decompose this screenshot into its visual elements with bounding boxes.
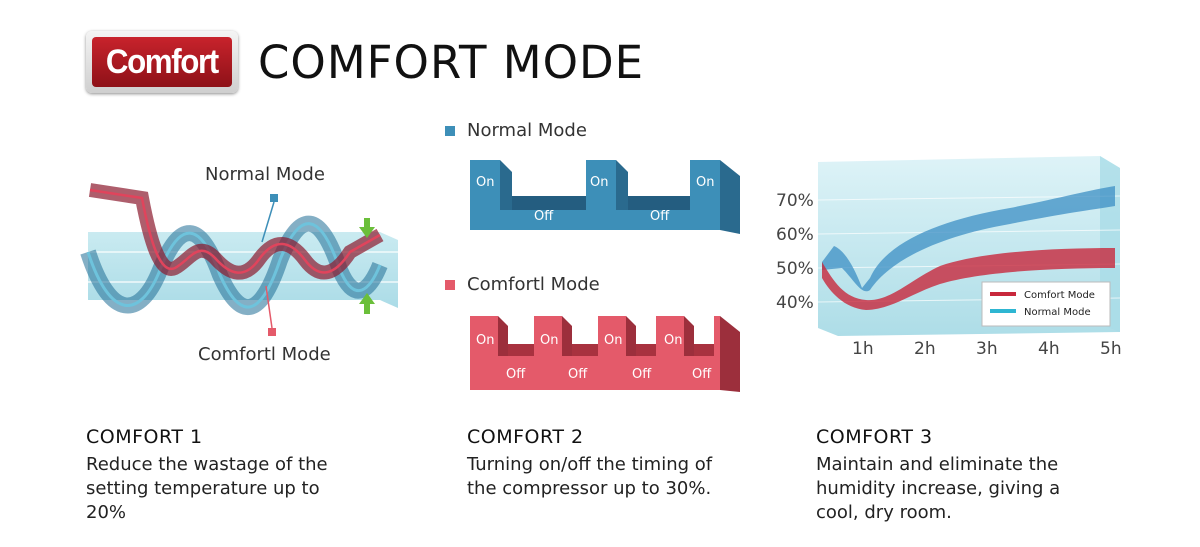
legend-line-comfort bbox=[990, 292, 1016, 296]
caption-3-title: COMFORT 3 bbox=[816, 426, 933, 448]
normal-seg-2: On bbox=[590, 175, 608, 190]
caption-1-title: COMFORT 1 bbox=[86, 426, 203, 448]
humidity-chart: 70% 60% 50% 40% 1h 2h 3h 4h 5h Comfort Mode Nor… bbox=[776, 156, 1122, 359]
legend-swatch-normal bbox=[445, 125, 455, 136]
y-tick-label: 70% bbox=[776, 191, 814, 211]
y-tick-label: 40% bbox=[776, 293, 814, 313]
comfort-on-1: On bbox=[540, 333, 558, 348]
comfort-on-0: On bbox=[476, 333, 494, 348]
comfort-logo-badge: Comfort bbox=[86, 31, 238, 93]
caption-2-title: COMFORT 2 bbox=[467, 426, 584, 448]
normal-mode-legend: Normal Mode bbox=[445, 120, 587, 141]
comfort-mode-series bbox=[822, 248, 1115, 310]
temperature-wave-illustration bbox=[80, 183, 398, 336]
comfort-mode-label: Comfortl Mode bbox=[198, 344, 331, 365]
comfort-on-2: On bbox=[604, 333, 622, 348]
caption-1-desc: Reduce the wastage of the setting temper… bbox=[86, 454, 328, 523]
page-title: COMFORT MODE bbox=[258, 36, 645, 89]
legend-comfort: Comfort Mode bbox=[1024, 290, 1095, 301]
x-tick-label: 3h bbox=[976, 339, 998, 359]
comfort-on-3: On bbox=[664, 333, 682, 348]
legend-line-normal bbox=[990, 309, 1016, 313]
y-tick-label: 60% bbox=[776, 225, 814, 245]
caption-2-desc: Turning on/off the timing of the compres… bbox=[467, 454, 713, 499]
normal-seg-4: On bbox=[696, 175, 714, 190]
normal-mode-timing-block: On Off On Off On bbox=[470, 160, 740, 234]
x-tick-label: 1h bbox=[852, 339, 874, 359]
legend-swatch-comfort bbox=[445, 279, 455, 290]
comfort-off-0: Off bbox=[506, 367, 526, 382]
normal-seg-1: Off bbox=[534, 209, 554, 224]
x-tick-label: 5h bbox=[1100, 339, 1122, 359]
normal-mode-label: Normal Mode bbox=[205, 164, 325, 185]
logo-text: Comfort bbox=[106, 42, 219, 81]
normal-mode-series bbox=[822, 186, 1115, 292]
legend-normal: Normal Mode bbox=[1024, 307, 1091, 318]
comfort-mode-timing-block: On On On On Off Off Off Off bbox=[470, 316, 740, 392]
normal-seg-0: On bbox=[476, 175, 494, 190]
comfort-mode-legend: Comfortl Mode bbox=[445, 274, 600, 295]
x-tick-label: 2h bbox=[914, 339, 936, 359]
comfort-logo: Comfort bbox=[92, 37, 232, 87]
arrow-down-icon bbox=[359, 218, 375, 238]
comfort-off-2: Off bbox=[632, 367, 652, 382]
caption-3-desc: Maintain and eliminate the humidity incr… bbox=[816, 454, 1061, 523]
comfort-off-1: Off bbox=[568, 367, 588, 382]
normal-seg-3: Off bbox=[650, 209, 670, 224]
chart-legend: Comfort Mode Normal Mode bbox=[981, 281, 1111, 327]
arrow-up-icon bbox=[359, 293, 375, 314]
x-tick-label: 4h bbox=[1038, 339, 1060, 359]
comfort-off-3: Off bbox=[692, 367, 712, 382]
y-tick-label: 50% bbox=[776, 259, 814, 279]
